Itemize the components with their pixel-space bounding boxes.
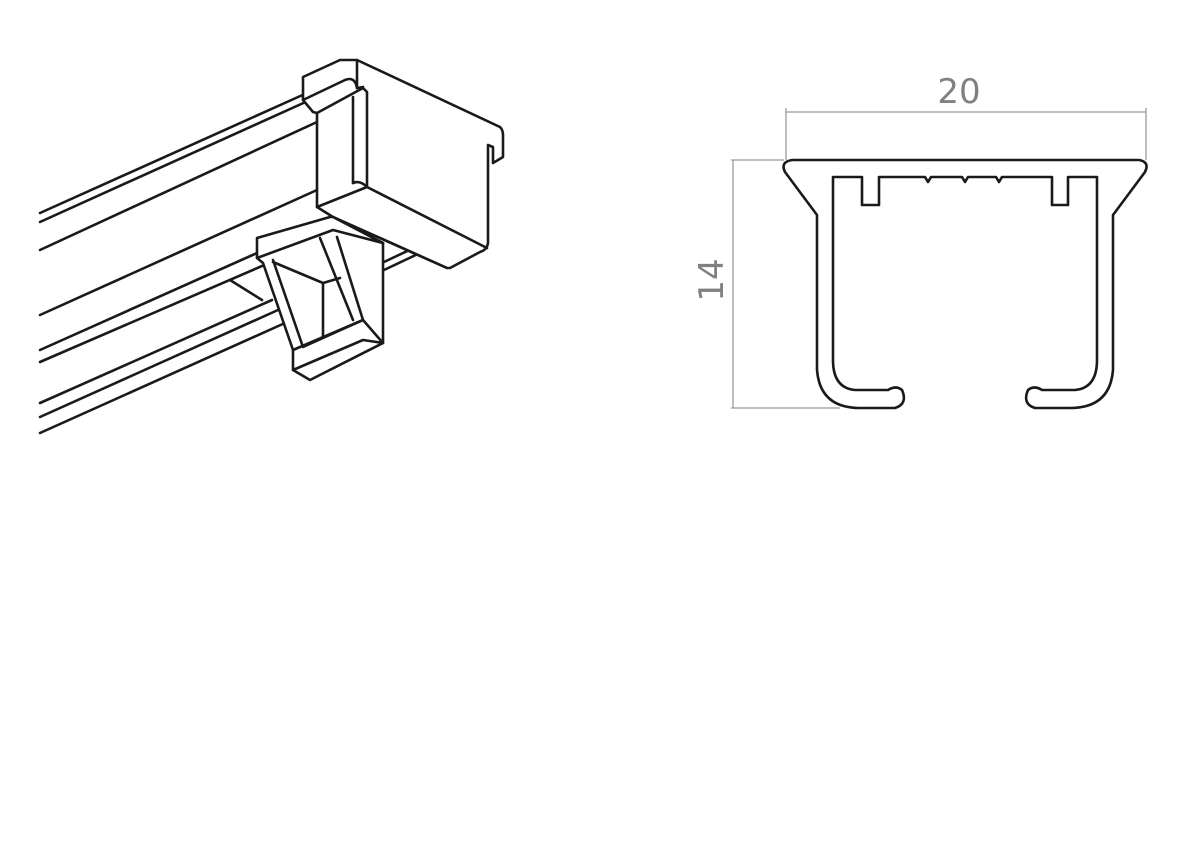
isometric-rail-view [38, 58, 505, 435]
profile-cross-section [782, 158, 1148, 410]
end-cap [301, 58, 505, 270]
rail-body [38, 91, 422, 435]
height-dimension-label: 14 [692, 258, 732, 301]
profile-outline [782, 158, 1148, 410]
width-dimension-label: 20 [937, 72, 980, 112]
glider-bracket [255, 215, 385, 382]
dimension-lines [731, 108, 1147, 409]
